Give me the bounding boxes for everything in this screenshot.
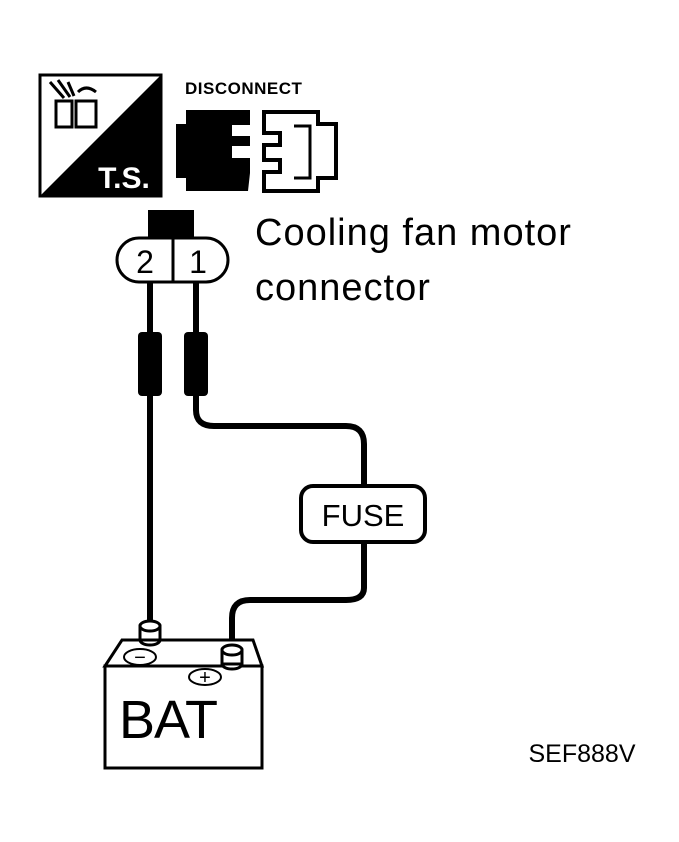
connector-tester-icon bbox=[48, 79, 98, 129]
battery-label: BAT bbox=[119, 690, 217, 750]
figure-code: SEF888V bbox=[528, 740, 635, 768]
ts-label: T.S. bbox=[98, 162, 150, 195]
terminal-1-label: 1 bbox=[189, 244, 207, 280]
disconnect-connector-icon bbox=[176, 110, 338, 193]
fuse-label: FUSE bbox=[322, 498, 405, 533]
fuse: FUSE bbox=[299, 484, 427, 544]
battery-negative-terminal: − bbox=[123, 619, 162, 669]
terminal-2-label: 2 bbox=[136, 244, 154, 280]
negative-symbol: − bbox=[134, 647, 146, 669]
ts-badge: T.S. bbox=[38, 73, 163, 198]
battery-positive-terminal: + bbox=[188, 643, 244, 689]
connector-title-line1: Cooling fan motor bbox=[255, 212, 572, 254]
test-probe-right bbox=[184, 282, 208, 396]
positive-symbol: + bbox=[199, 667, 211, 689]
cooling-fan-motor-connector: 2 1 bbox=[115, 210, 230, 284]
connector-title-line2: connector bbox=[255, 267, 431, 309]
wire-positive bbox=[193, 396, 367, 648]
test-probe-left bbox=[138, 282, 162, 396]
battery: − + BAT bbox=[102, 619, 265, 770]
disconnect-label: DISCONNECT bbox=[185, 79, 303, 98]
